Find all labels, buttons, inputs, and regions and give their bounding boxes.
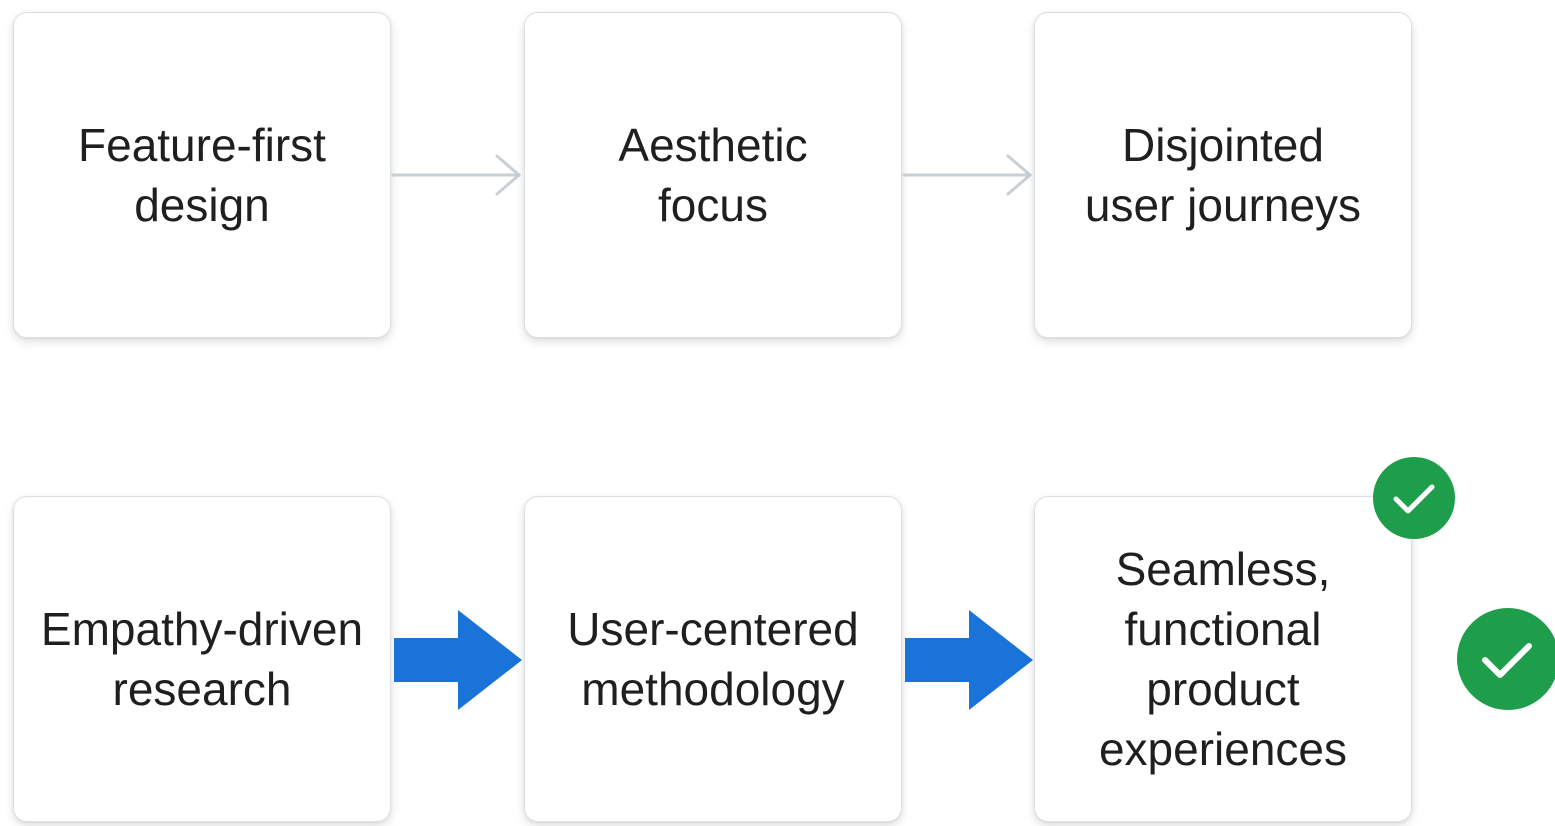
bold-arrow-icon	[394, 610, 522, 710]
check-circle-icon	[1373, 457, 1455, 539]
new-step-seamless-experiences: Seamless, functional product experiences	[1034, 496, 1412, 822]
step-label: Feature-first design	[78, 119, 326, 231]
step-label: Disjointed user journeys	[1084, 119, 1362, 231]
step-label: Seamless, functional product experiences	[1098, 543, 1348, 775]
old-step-aesthetic-focus: Aesthetic focus	[524, 12, 902, 338]
new-step-empathy-research: Empathy-driven research	[13, 496, 391, 822]
thin-arrow-icon	[902, 154, 1032, 196]
step-label: Aesthetic focus	[618, 119, 808, 231]
old-step-disjointed-journeys: Disjointed user journeys	[1034, 12, 1412, 338]
thin-arrow-icon	[391, 154, 521, 196]
bold-arrow-icon	[905, 610, 1033, 710]
old-step-feature-first: Feature-first design	[13, 12, 391, 338]
new-step-user-centered: User-centered methodology	[524, 496, 902, 822]
check-circle-icon	[1457, 608, 1555, 710]
step-label: User-centered methodology	[567, 603, 859, 715]
step-label: Empathy-driven research	[40, 603, 364, 715]
